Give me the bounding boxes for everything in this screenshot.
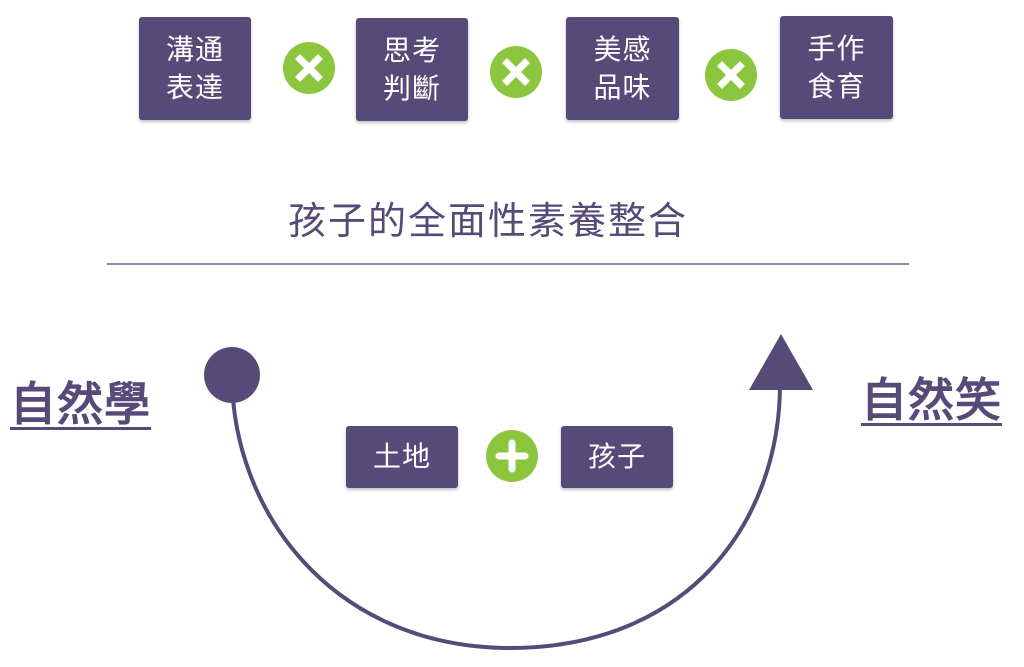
skill-box-line1: 手作 [807,31,866,65]
skill-box-aesthetics: 美感 品味 [566,17,679,120]
skill-box-line2: 表達 [165,70,224,104]
right-label: 自然笑 [861,373,1002,427]
skill-box-thinking: 思考 判斷 [356,18,468,121]
skill-box-line2: 食育 [807,69,866,103]
multiply-icon [283,42,335,94]
plus-icon [486,430,538,482]
skill-box-communication: 溝通 表達 [139,17,251,120]
diagram-subtitle: 孩子的全面性素養整合 [287,199,688,243]
multiply-icon [705,49,757,101]
skill-box-handcraft: 手作 食育 [780,16,893,119]
skill-box-line1: 溝通 [165,32,224,66]
multiply-icon [490,46,542,98]
divider [107,263,909,265]
land-box: 土地 [346,426,458,488]
skill-box-line1: 美感 [593,32,652,66]
arrow-head-icon [749,334,813,390]
skill-box-line2: 品味 [593,70,652,104]
child-box-label: 孩子 [587,440,646,473]
arc-curve [230,374,782,651]
left-label: 自然學 [10,377,151,431]
skill-box-line2: 判斷 [382,71,441,105]
start-dot [204,347,260,403]
skill-box-line1: 思考 [382,33,441,67]
land-box-label: 土地 [372,440,431,473]
child-box: 孩子 [561,426,673,488]
